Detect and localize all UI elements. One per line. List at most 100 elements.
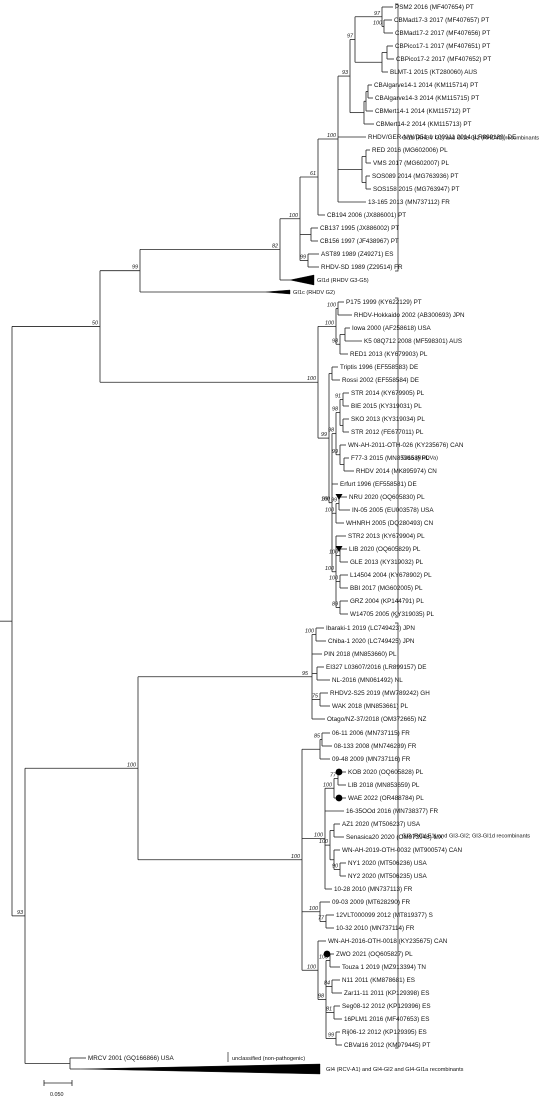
leaf-label: CBAlgarve14-1 2014 (KM115714) PT [374,82,478,89]
bootstrap-value: 100 [127,762,136,768]
leaf-label: Erfurt 1996 (EF558581) DE [340,481,417,488]
bootstrap-value: 98 [318,994,324,1000]
leaf-label: CB156 1997 (JF438967) PT [320,238,399,245]
bootstrap-labels: 5099821006110093979710099100100100989999… [17,11,382,1039]
clade-bracket-label: GI1a (RHDVa) [402,456,438,462]
leaf-label: L14504 2004 (KY678902) PL [350,572,432,579]
leaf-label: SKO 2013 (KY319034) PL [351,416,425,423]
bootstrap-value: 100 [319,955,328,961]
bootstrap-value: 100 [307,964,316,970]
leaf-label: Ibaraki-1 2019 (LC749423) JPN [326,625,415,632]
leaf-label: AST89 1989 (Z49271) ES [321,251,393,258]
leaf-label: 10-28 2010 (MN737113) FR [334,886,413,893]
triangle-marker [335,546,343,552]
bootstrap-value: 99 [132,265,138,271]
bootstrap-value: 91 [335,394,341,400]
clade-brackets: GI1b (RHDV G1) and GI1b-GI2 (RHDV2) reco… [227,3,539,1073]
bootstrap-value: 100 [325,507,334,513]
tree-branches [0,6,394,1075]
leaf-label: VMS 2017 (MG602007) PL [373,160,449,167]
leaf-label: WAK 2018 (MN853661) PL [332,703,409,710]
triangle-marker [335,494,343,500]
leaf-label: 08-133 2008 (MN746289) FR [334,743,417,750]
bootstrap-value: 97 [347,34,354,40]
bootstrap-value: 99 [321,432,327,438]
leaf-label: CBMert14-2 2014 (KM115713) PT [376,121,472,128]
leaf-label: RHDV-Hokkaido 2002 (AB300693) JPN [354,312,465,319]
bootstrap-value: 77 [318,916,325,922]
leaf-label: RHDV2-S25 2019 (MW789242) GH [330,690,430,697]
leaf-label: STR 2014 (KY679905) PL [351,390,425,397]
leaf-label: MRCV 2001 (GQ166866) USA [88,1055,175,1062]
leaf-label: BBI 2017 (MG602005) PL [350,585,423,592]
leaf-label: RED 2016 (MG602006) PL [372,147,448,154]
bootstrap-value: 100 [289,213,298,219]
collapsed-clade-label: GI1d (RHDV G3-G5) [317,278,369,284]
leaf-label: GLE 2013 (KY319032) PL [350,559,424,566]
bootstrap-value: 100 [307,376,316,382]
clade-bracket [395,297,399,618]
bootstrap-value: 100 [309,906,318,912]
bootstrap-value: 95 [302,671,309,677]
scale-bar-label: 0.050 [50,1092,64,1098]
collapsed-clade-triangle [289,274,315,286]
bootstrap-value: 99 [300,255,306,261]
leaf-label: BIE 2015 (KY319031) PL [351,403,422,410]
bootstrap-value: 98 [328,428,334,434]
leaf-label: RHDV 2014 (MK895974) CN [356,468,437,475]
leaf-label: Rij06-12 2012 (KP129395) ES [342,1029,427,1036]
bootstrap-value: 99 [331,498,337,504]
leaf-label: 09-03 2009 (MT628290) FR [332,899,411,906]
leaf-label: CBVal16 2012 (KM979445) PT [344,1042,430,1049]
leaf-label: 16PLM1 2016 (MF407653) ES [344,1016,429,1023]
leaf-label: Seg08-12 2012 (KP129396) ES [342,1003,431,1010]
leaf-label: LIB 2018 (MN853659) PL [348,782,420,789]
circle-marker [335,794,343,802]
clade-bracket [395,622,399,1049]
leaf-label: Iowa 2000 (AF258618) USA [352,325,432,332]
collapsed-clade-triangle [79,1063,321,1075]
bootstrap-value: 100 [329,576,338,582]
leaf-label: WN-AH-2016-OTH-0018 (KY235675) CAN [328,938,448,945]
bootstrap-value: 84 [324,981,330,987]
leaf-label: PSM2 2016 (MF407654) PT [395,4,474,11]
leaf-label: EI327 L03607/2016 (LR899157) DE [326,664,426,671]
leaf-label: WAE 2022 (OR488784) PL [348,795,424,802]
bootstrap-value: 100 [325,320,334,326]
bootstrap-value: 99 [332,449,338,455]
collapsed-clade-triangle [264,289,291,295]
bootstrap-value: 98 [332,338,338,344]
bootstrap-value: 100 [327,133,336,139]
leaf-label: W14705 2005 (KY319035) PL [350,611,435,618]
bootstrap-value: 99 [328,1033,334,1039]
bootstrap-value: 93 [342,70,348,76]
bootstrap-value: 61 [310,171,316,177]
leaf-label: RED1 2013 (KY679903) PL [350,351,428,358]
leaf-label: Chiba-1 2020 (LC749425) JPN [328,638,415,645]
clade-bracket [395,3,399,272]
leaf-label: BLMT-1 2015 (KT280060) AUS [390,69,477,76]
bootstrap-value: 100 [325,566,334,572]
bootstrap-value: 100 [291,854,300,860]
leaf-label: Otago/NZ-37/2018 (OM372665) NZ [327,716,427,723]
circle-marker [335,768,343,776]
leaf-label: NL-2016 (MN061492) NL [332,677,403,684]
bootstrap-value: 75 [312,694,319,700]
leaf-label: CBMert14-1 2014 (KM115712) PT [375,108,471,115]
leaf-label: GRZ 2004 (KP144791) PL [350,598,424,605]
scale-bar: 0.050 [43,1080,73,1098]
bootstrap-value: 100 [329,550,338,556]
leaf-label: CBAlgarve14-3 2014 (KM115715) PT [375,95,479,102]
leaf-label: Touza 1 2019 (MZ913394) TN [342,964,426,971]
leaf-label: F77-3 2015 (MN853658) PL [351,455,430,462]
leaf-label: WHNRH 2005 (DQ280493) CN [346,520,434,527]
leaf-label: NY2 2020 (MT506235) USA [348,873,428,880]
leaf-label: Rossi 2002 (EF558584) DE [342,377,419,384]
leaf-label: CBPico17-2 2017 (MF407652) PT [396,56,491,63]
leaf-label: SOS158 2015 (MG763947) PT [373,186,460,193]
leaf-label: 10-32 2010 (MN737114) FR [336,925,415,932]
bootstrap-value: 98 [332,407,338,413]
leaf-label: CB194 2006 (JX886001) PT [327,212,406,219]
leaf-label: WN-AH-2011-OTH-026 (KY235676) CAN [348,442,464,449]
